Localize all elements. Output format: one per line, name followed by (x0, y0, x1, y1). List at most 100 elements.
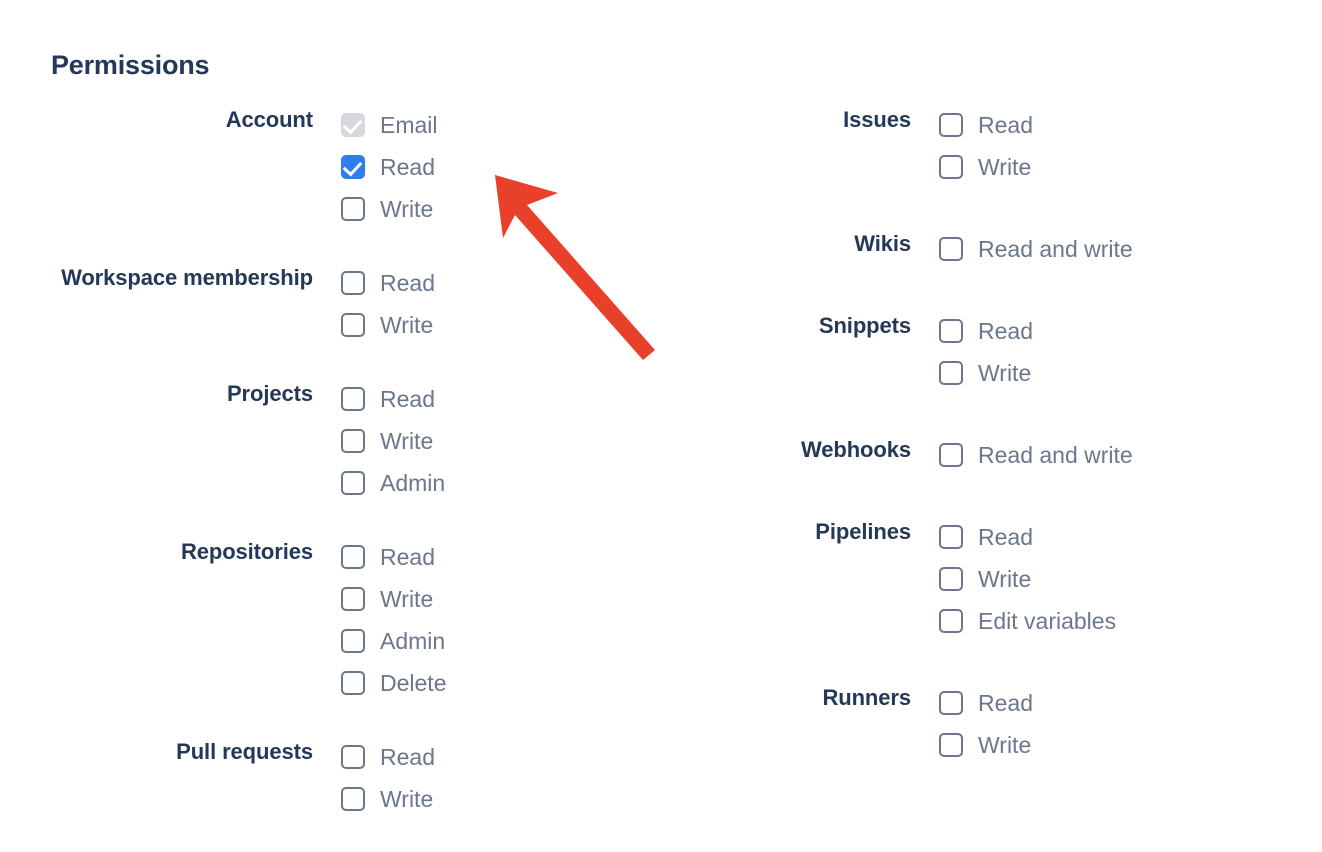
permission-option-row[interactable]: Read (939, 104, 1260, 146)
permission-group-label: Repositories (180, 539, 313, 564)
permission-option-label: Read (380, 544, 435, 570)
permission-option-row[interactable]: Read (939, 682, 1260, 724)
permission-option-row[interactable]: Edit variables (939, 600, 1260, 642)
permission-option-label: Edit variables (978, 608, 1117, 634)
permission-option-row[interactable]: Read (341, 536, 660, 578)
permission-option-list: Read and write (939, 434, 1260, 476)
permission-option-row[interactable]: Read (341, 146, 660, 188)
permission-option-row[interactable]: Write (939, 352, 1260, 394)
checkbox-read[interactable] (341, 545, 365, 569)
permission-option-label: Read (380, 270, 435, 296)
checkbox-read[interactable] (341, 271, 365, 295)
permission-option-row[interactable]: Admin (341, 620, 660, 662)
permission-option-row[interactable]: Write (341, 578, 660, 620)
checkbox-read[interactable] (341, 155, 365, 179)
permission-option-row[interactable]: Write (341, 420, 660, 462)
checkbox-edit-variables[interactable] (939, 609, 963, 633)
checkbox-read[interactable] (939, 113, 963, 137)
permission-option-row[interactable]: Email (341, 104, 660, 146)
permission-option-label: Write (380, 312, 434, 338)
checkbox-read[interactable] (939, 319, 963, 343)
checkbox-write[interactable] (939, 733, 963, 757)
permission-option-label: Write (978, 360, 1032, 386)
checkbox-email (341, 113, 365, 137)
checkbox-write[interactable] (341, 587, 365, 611)
checkbox-write[interactable] (341, 197, 365, 221)
permission-group-label: Account (225, 107, 313, 132)
permission-option-row[interactable]: Read (341, 736, 660, 778)
permission-option-list: Read and write (939, 228, 1260, 270)
checkbox-write[interactable] (939, 567, 963, 591)
permission-group-label: Workspace membership (61, 265, 313, 290)
permission-option-label: Read (978, 524, 1033, 550)
permission-group-label: Snippets (818, 313, 911, 338)
permission-option-label: Write (978, 154, 1032, 180)
check-icon (342, 114, 363, 135)
permission-option-row[interactable]: Read and write (939, 434, 1260, 476)
permission-option-row[interactable]: Read (341, 378, 660, 420)
permission-option-label: Read (380, 386, 435, 412)
checkbox-admin[interactable] (341, 471, 365, 495)
permission-option-row[interactable]: Write (939, 724, 1260, 766)
permission-option-label: Read and write (978, 236, 1133, 262)
permission-option-label: Admin (380, 628, 446, 654)
checkbox-write[interactable] (341, 787, 365, 811)
permission-option-row[interactable]: Write (341, 188, 660, 230)
check-icon (342, 156, 363, 177)
checkbox-admin[interactable] (341, 629, 365, 653)
permission-option-label: Delete (380, 670, 447, 696)
checkbox-read[interactable] (341, 387, 365, 411)
permission-option-label: Read and write (978, 442, 1133, 468)
permission-option-label: Write (380, 428, 434, 454)
checkbox-write[interactable] (939, 155, 963, 179)
permission-option-label: Read (380, 154, 435, 180)
permission-group-label: Pipelines (815, 519, 911, 544)
permission-option-label: Read (978, 112, 1033, 138)
permission-option-row[interactable]: Write (939, 558, 1260, 600)
permission-option-row[interactable]: Read (939, 516, 1260, 558)
permission-option-label: Write (380, 786, 434, 812)
checkbox-read[interactable] (341, 745, 365, 769)
checkbox-write[interactable] (341, 429, 365, 453)
checkbox-write[interactable] (939, 361, 963, 385)
permission-option-label: Write (380, 586, 434, 612)
permission-group-label: Runners (822, 685, 911, 710)
permission-option-row[interactable]: Read and write (939, 228, 1260, 270)
permission-group-label: Issues (843, 107, 911, 132)
checkbox-delete[interactable] (341, 671, 365, 695)
permission-option-label: Read (978, 690, 1033, 716)
permission-option-label: Read (380, 744, 435, 770)
permission-group-label: Webhooks (800, 437, 911, 462)
permission-option-row[interactable]: Write (341, 304, 660, 346)
permission-group: Webhooks Read and write (600, 434, 1260, 476)
checkbox-read[interactable] (939, 691, 963, 715)
checkbox-read-and-write[interactable] (939, 237, 963, 261)
permission-option-label: Email (380, 112, 438, 138)
permission-option-row[interactable]: Delete (341, 662, 660, 704)
permission-option-row[interactable]: Write (341, 778, 660, 820)
permission-option-row[interactable]: Admin (341, 462, 660, 504)
permission-option-row[interactable]: Read (341, 262, 660, 304)
permission-option-label: Write (978, 566, 1032, 592)
permission-option-row[interactable]: Read (939, 310, 1260, 352)
checkbox-read-and-write[interactable] (939, 443, 963, 467)
checkbox-write[interactable] (341, 313, 365, 337)
permission-option-row[interactable]: Write (939, 146, 1260, 188)
checkbox-read[interactable] (939, 525, 963, 549)
